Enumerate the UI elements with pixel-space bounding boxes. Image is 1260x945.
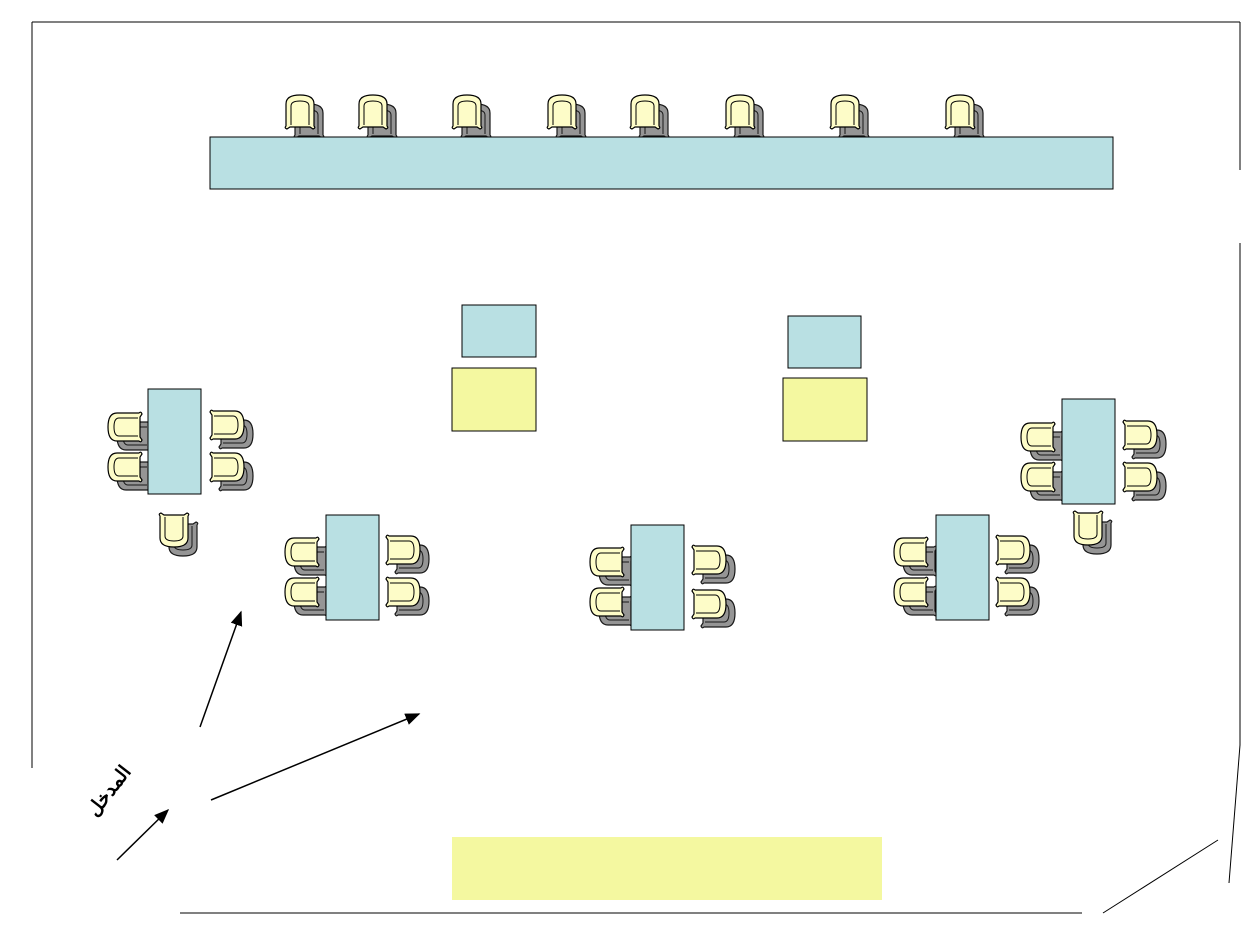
- chair-icon: [589, 546, 625, 578]
- desk: [451, 367, 537, 432]
- chair-icon: [385, 534, 421, 566]
- chair-icon: [385, 576, 421, 608]
- group-table: [147, 388, 202, 495]
- small-table: [461, 304, 537, 358]
- chair-icon: [995, 576, 1031, 608]
- desk: [782, 377, 868, 442]
- chair-icon: [107, 411, 143, 443]
- chair-icon: [546, 94, 578, 130]
- chair-icon: [589, 586, 625, 618]
- chair-icon: [284, 536, 320, 568]
- chair-icon: [158, 512, 190, 548]
- chair-icon: [995, 534, 1031, 566]
- chair-icon: [893, 536, 929, 568]
- chair-icon: [1072, 510, 1104, 546]
- group-table: [325, 514, 380, 621]
- group-table: [935, 514, 990, 621]
- chair-icon: [284, 576, 320, 608]
- arrow: [116, 808, 170, 861]
- chair-icon: [829, 94, 861, 130]
- chair-icon: [107, 451, 143, 483]
- chair-icon: [1020, 421, 1056, 453]
- group-table: [630, 524, 685, 631]
- front-desk: [452, 837, 882, 900]
- chair-icon: [357, 94, 389, 130]
- chair-icon: [209, 409, 245, 441]
- entrance-arrows: [116, 610, 421, 861]
- chair-icon: [629, 94, 661, 130]
- chair-icon: [1122, 461, 1158, 493]
- chair-icon: [893, 576, 929, 608]
- arrow: [210, 713, 421, 801]
- chair-icon: [724, 94, 756, 130]
- arrow: [199, 610, 243, 728]
- chair-icon: [209, 451, 245, 483]
- walls: [31, 21, 1241, 914]
- chair-icon: [1122, 419, 1158, 451]
- chair-icon: [691, 544, 727, 576]
- chair-icon: [1020, 461, 1056, 493]
- chair-icon: [451, 94, 483, 130]
- chair-icon: [691, 588, 727, 620]
- chair-icon: [944, 94, 976, 130]
- chair-icon: [284, 94, 316, 130]
- small-table: [787, 315, 862, 369]
- group-table: [1061, 398, 1116, 505]
- head-table: [209, 136, 1114, 190]
